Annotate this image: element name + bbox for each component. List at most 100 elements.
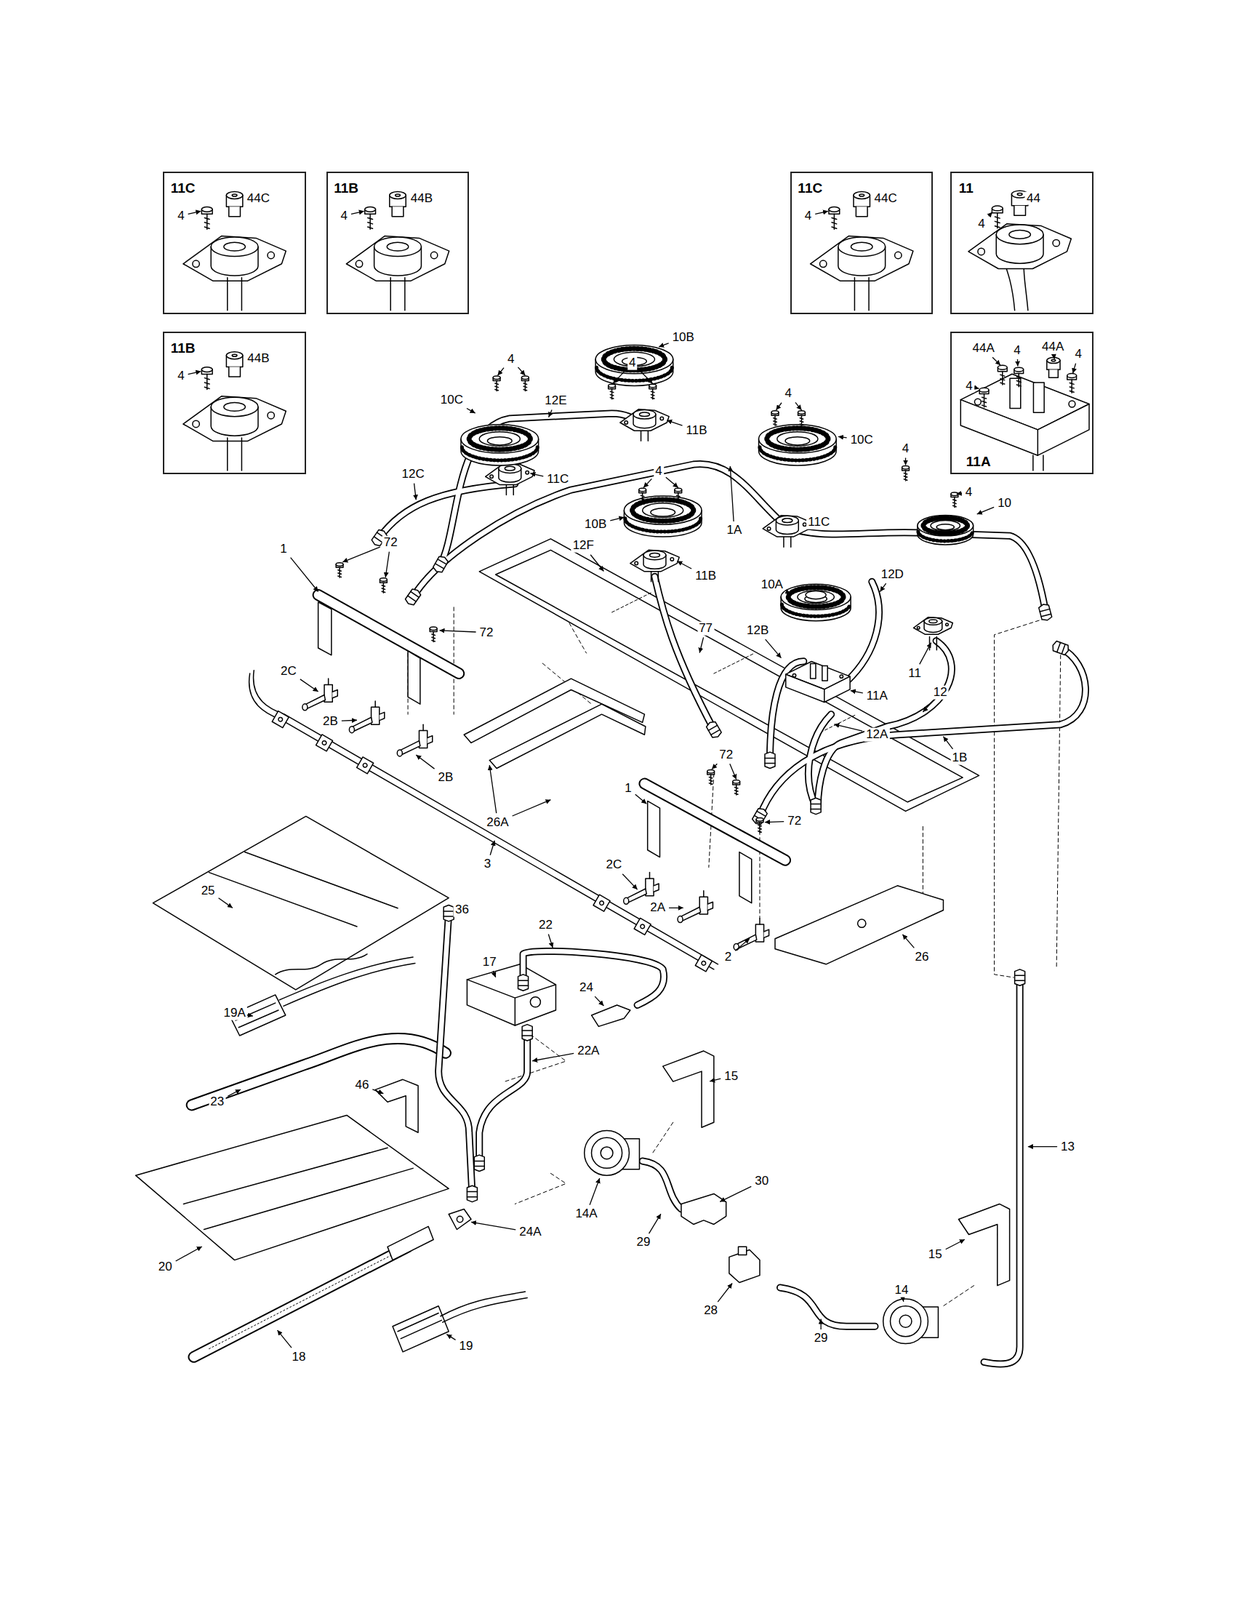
- callout-number: 4: [964, 485, 974, 500]
- callout-number: 4: [783, 386, 794, 401]
- callout-number: 30: [753, 1174, 770, 1189]
- leader-line: [277, 1329, 292, 1348]
- leader-line: [668, 907, 684, 909]
- leader-line: [942, 736, 953, 749]
- leader-line: [532, 1052, 574, 1061]
- leader-line: [612, 370, 626, 384]
- callout-number: 10B: [671, 330, 696, 345]
- callout-number: 46: [353, 1078, 371, 1093]
- leader-line: [977, 506, 994, 515]
- leader-line: [489, 764, 496, 813]
- leader-line: [594, 996, 604, 1006]
- leader-line: [764, 820, 784, 823]
- leader-line: [175, 1246, 203, 1261]
- callout-number: 18: [290, 1349, 308, 1364]
- leader-line: [699, 636, 704, 653]
- callout-number: 44C: [245, 191, 272, 206]
- callout-number: 15: [722, 1068, 740, 1083]
- leader-line: [838, 436, 848, 438]
- leader-line: [341, 719, 357, 722]
- callout-number: 44B: [409, 191, 435, 206]
- callout-number: 44: [1025, 191, 1042, 206]
- leader-line: [249, 1014, 254, 1017]
- leader-line: [658, 343, 669, 347]
- leader-line: [439, 630, 477, 632]
- leader-line: [665, 476, 679, 488]
- callout-number: 10C: [849, 432, 875, 447]
- leader-line: [945, 1238, 965, 1250]
- leader-line: [342, 546, 380, 563]
- callout-number: 11C: [545, 472, 571, 487]
- leader-line: [466, 407, 476, 413]
- leader-line: [590, 554, 604, 572]
- callout-number: 29: [635, 1235, 653, 1250]
- inset-panel: 11444: [950, 171, 1093, 315]
- callout-number: 2A: [648, 900, 667, 915]
- leader-line: [879, 583, 886, 592]
- inset-panel: 11C444C: [790, 171, 933, 315]
- leader-line: [903, 1299, 905, 1302]
- leader-line: [351, 210, 365, 214]
- callout-number: 72: [382, 535, 400, 550]
- leader-line: [385, 551, 389, 578]
- callout-number: 24A: [517, 1225, 543, 1239]
- callout-number: 4: [976, 216, 986, 231]
- callout-number: 72: [717, 748, 735, 762]
- leader-line: [775, 402, 782, 411]
- callout-number: 10: [996, 495, 1013, 510]
- inset-title: 11C: [169, 180, 198, 196]
- leader-line: [676, 560, 692, 569]
- leader-line: [729, 466, 734, 522]
- leader-line: [218, 897, 233, 909]
- leader-line: [548, 934, 553, 949]
- leader-line: [188, 371, 202, 375]
- leader-line: [372, 1089, 384, 1094]
- callout-number: 72: [785, 814, 803, 829]
- leader-line: [815, 210, 829, 214]
- leader-line: [512, 799, 552, 816]
- callout-number: 12C: [399, 467, 426, 482]
- leader-line: [956, 492, 962, 495]
- callout-number: 77: [697, 621, 714, 636]
- leader-line: [622, 873, 637, 890]
- callout-number: 26: [913, 949, 931, 964]
- callout-number: 4: [653, 464, 664, 479]
- callout-number: 20: [157, 1259, 174, 1274]
- leader-line: [902, 934, 914, 949]
- leader-line: [1017, 359, 1019, 367]
- inset-panel: 11B444B: [162, 331, 306, 475]
- callout-number: 29: [812, 1331, 830, 1346]
- leader-line: [988, 212, 993, 217]
- leader-line: [905, 458, 906, 466]
- callout-number: 11C: [806, 515, 832, 530]
- callout-number: 19: [458, 1339, 475, 1354]
- callout-number: 11B: [693, 569, 718, 584]
- leader-line: [833, 724, 863, 731]
- callout-number: 1A: [724, 523, 744, 538]
- inset-title: 11C: [796, 180, 824, 196]
- callout-number: 12: [932, 685, 949, 700]
- callout-number: 14A: [573, 1206, 599, 1221]
- callout-number: 22A: [575, 1043, 601, 1058]
- callout-number: 11A: [865, 688, 890, 703]
- leader-line: [639, 370, 653, 384]
- callout-number: 12F: [571, 538, 596, 553]
- callout-number: 4: [175, 208, 186, 223]
- callout-number: 12A: [864, 727, 890, 742]
- leader-line: [530, 473, 544, 477]
- leader-line: [188, 210, 202, 214]
- leader-line: [992, 356, 1001, 365]
- leader-line: [820, 1318, 821, 1330]
- leader-line: [490, 840, 495, 856]
- callout-number: 11B: [684, 423, 709, 438]
- leader-line: [227, 1089, 241, 1096]
- callout-number: 44B: [245, 351, 271, 366]
- leader-line: [649, 1213, 661, 1234]
- leader-line: [414, 483, 417, 501]
- callout-number: 4: [339, 208, 349, 223]
- callout-number: 12B: [745, 623, 770, 637]
- inset-title: 11B: [169, 340, 198, 356]
- leader-line: [446, 1334, 456, 1340]
- callout-number: 4: [900, 442, 911, 456]
- leader-line: [709, 1078, 721, 1082]
